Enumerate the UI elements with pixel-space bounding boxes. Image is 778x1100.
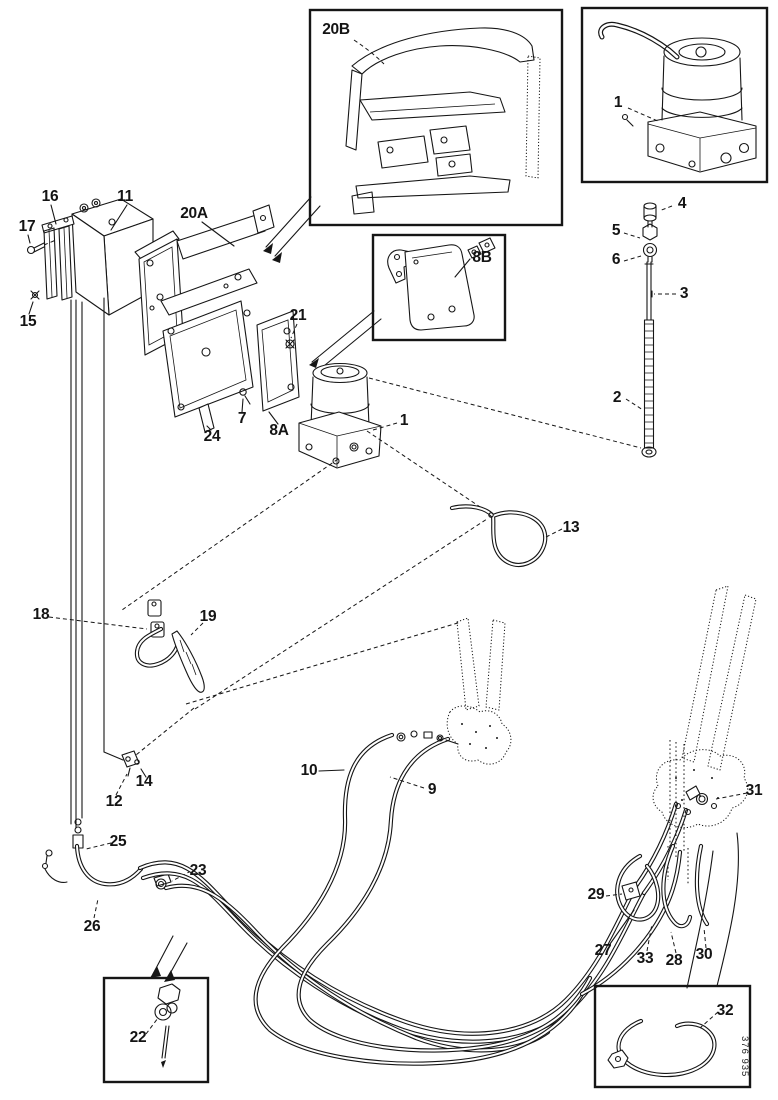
- inset-box-pump: [580, 6, 769, 184]
- battery-group: [26, 198, 154, 316]
- rod-and-fittings-group: [623, 202, 676, 458]
- right-mast: [605, 585, 757, 954]
- callout-25: 25: [109, 833, 127, 850]
- callout-20B: 20B: [322, 21, 350, 38]
- callout-30: 30: [695, 946, 713, 963]
- arrow-20b-to-assembly: [263, 196, 321, 263]
- bracket-20a-group: [134, 204, 300, 433]
- hose-bundle: [140, 735, 686, 1064]
- callout-7: 7: [237, 410, 247, 427]
- callout-1: 1: [613, 94, 623, 111]
- callout-26: 26: [83, 918, 101, 935]
- callout-20A: 20A: [180, 205, 208, 222]
- callout-12: 12: [105, 793, 123, 810]
- callout-14: 14: [135, 773, 153, 790]
- center-mast: [396, 617, 512, 765]
- clamp-18-hose-19: [48, 599, 205, 693]
- callout-6: 6: [611, 251, 621, 268]
- callout-8B: 8B: [472, 249, 492, 266]
- callout-23: 23: [189, 862, 207, 879]
- callout-16: 16: [41, 188, 59, 205]
- callout-15: 15: [19, 313, 37, 330]
- callout-32: 32: [716, 1002, 734, 1019]
- callout-4: 4: [677, 195, 687, 212]
- callout-19: 19: [199, 608, 217, 625]
- callout-17: 17: [18, 218, 36, 235]
- callout-33: 33: [636, 950, 654, 967]
- callout-27: 27: [594, 942, 612, 959]
- battery-cables: [70, 297, 124, 829]
- callout-2: 2: [612, 389, 622, 406]
- callout-9: 9: [427, 781, 437, 798]
- inset-box-22: [102, 935, 210, 1084]
- callout-1: 1: [399, 412, 409, 429]
- callout-11: 11: [117, 188, 133, 205]
- inset-box-32: [593, 832, 752, 1089]
- callout-28: 28: [665, 952, 683, 969]
- hose-loop-13: [452, 506, 563, 564]
- callout-29: 29: [587, 886, 605, 903]
- callout-24: 24: [203, 428, 221, 445]
- callout-21: 21: [289, 307, 307, 324]
- callout-8A: 8A: [269, 422, 289, 439]
- callout-3: 3: [679, 285, 689, 302]
- callout-22: 22: [129, 1029, 147, 1046]
- callout-5: 5: [611, 222, 621, 239]
- connector-12-14: [115, 750, 147, 796]
- fitting-25-hose-26: [41, 818, 192, 919]
- callout-13: 13: [562, 519, 580, 536]
- callout-31: 31: [745, 782, 763, 799]
- inset-box-20b: [308, 8, 564, 227]
- inset-box-8b: [371, 233, 507, 342]
- construction-lines: [121, 377, 642, 760]
- pump-main-group: [298, 362, 398, 469]
- callout-18: 18: [32, 606, 50, 623]
- drawing-number: 376 935: [739, 1036, 750, 1078]
- callout-10: 10: [300, 762, 318, 779]
